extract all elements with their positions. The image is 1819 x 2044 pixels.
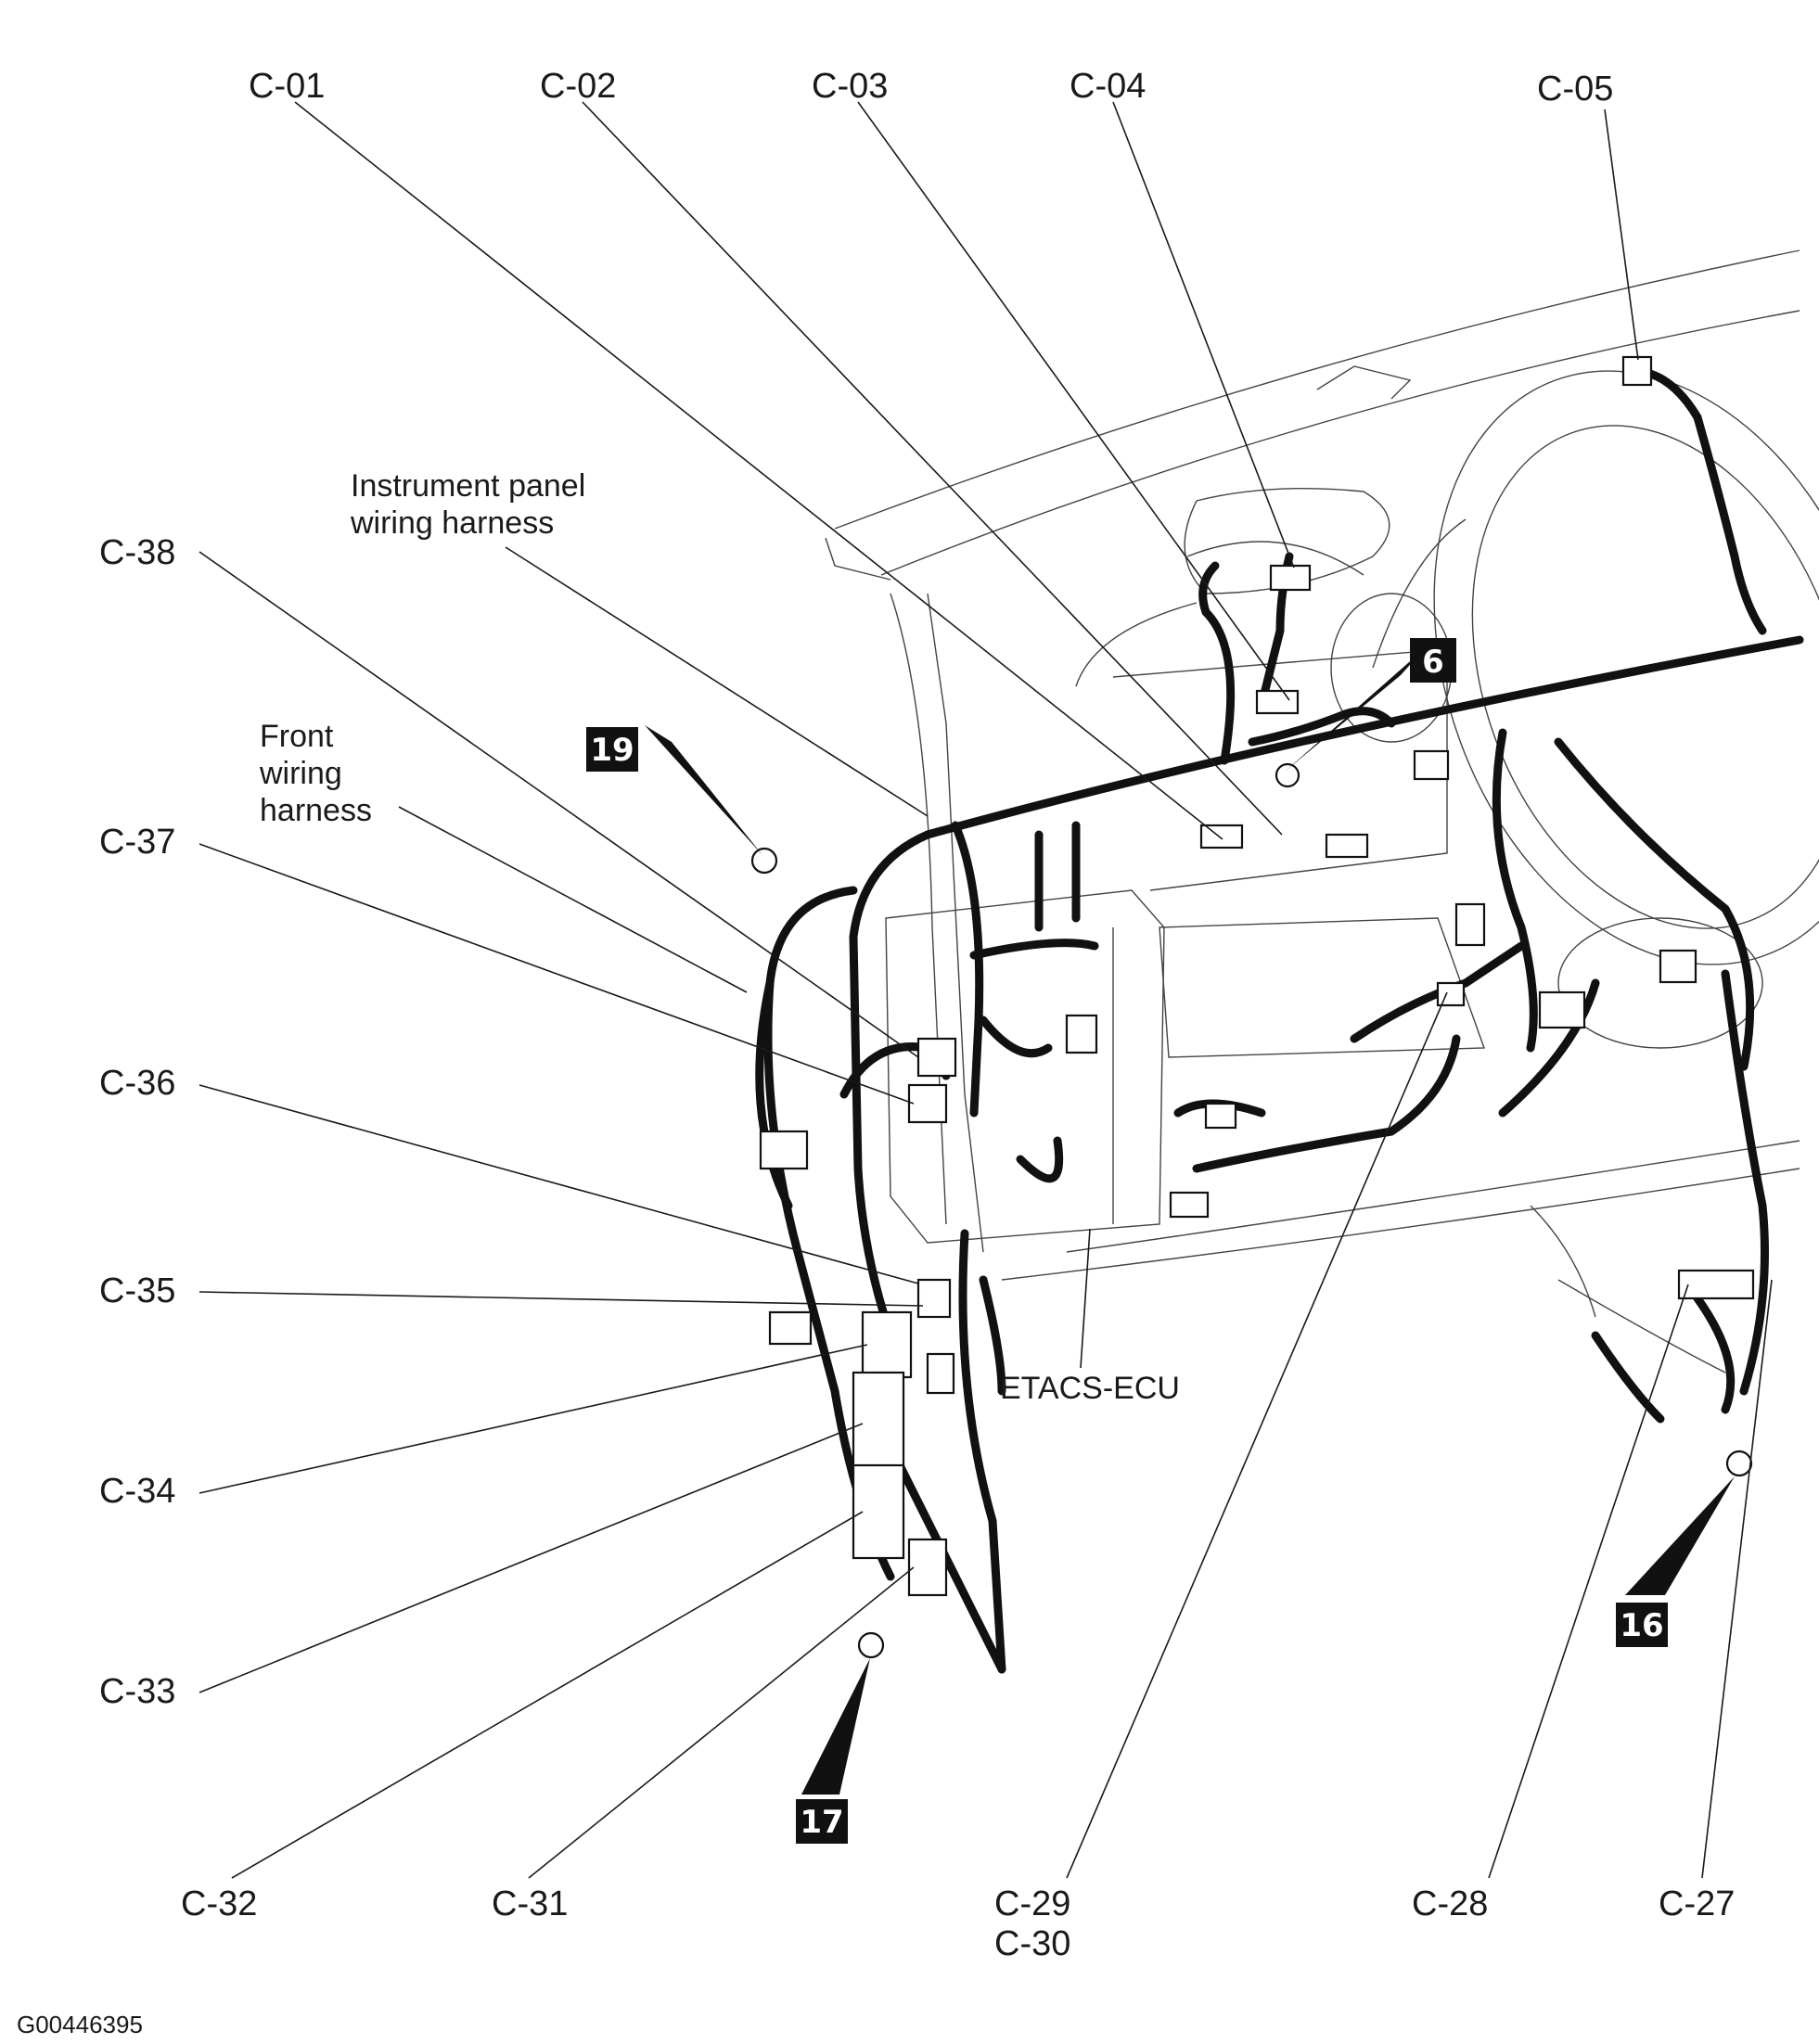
ground-badge-16-label: 16: [1620, 1607, 1663, 1644]
instrument-panel-harness-label-line1: Instrument panel: [351, 468, 585, 504]
ground-badge-17-label: 17: [800, 1804, 843, 1841]
label-c-35: C-35: [99, 1271, 175, 1310]
ground-badge-19-label: 19: [590, 732, 634, 769]
label-c-27: C-27: [1659, 1884, 1735, 1923]
front-harness-label-line3: harness: [260, 793, 372, 828]
label-c-30: C-30: [994, 1924, 1070, 1963]
label-c-38: C-38: [99, 533, 175, 572]
dashboard-outline: [825, 249, 1819, 1373]
label-c-01: C-01: [249, 67, 325, 106]
label-c-03: C-03: [812, 67, 888, 106]
leader-lines: [199, 101, 1773, 1879]
label-c-34: C-34: [99, 1472, 175, 1511]
label-c-28: C-28: [1412, 1884, 1488, 1923]
label-c-29: C-29: [994, 1884, 1070, 1923]
ground-badge-6: [1410, 638, 1456, 683]
figure-code: G00446395: [17, 2011, 143, 2038]
label-c-04: C-04: [1070, 67, 1146, 106]
label-c-37: C-37: [99, 823, 175, 862]
ground-badge-6-label: 6: [1422, 644, 1444, 681]
etacs-ecu-label: ETACS-ECU: [1000, 1371, 1180, 1406]
harness-labels: Instrument panel wiring harness Front wi…: [259, 468, 1180, 1406]
front-harness-label-line1: Front: [260, 719, 334, 754]
instrument-panel-harness-label-line2: wiring harness: [350, 505, 554, 541]
ground-badge-16: [1616, 1603, 1668, 1647]
label-c-33: C-33: [99, 1672, 175, 1711]
label-c-05: C-05: [1537, 70, 1613, 109]
label-c-02: C-02: [540, 67, 616, 106]
ground-badges: 19 6 17 16: [586, 638, 1735, 1844]
label-c-36: C-36: [99, 1064, 175, 1103]
connector-labels: C-01 C-02 C-03 C-04 C-05 C-38 C-37 C-36 …: [99, 67, 1735, 1963]
harness-wires: [755, 366, 1804, 1674]
label-c-31: C-31: [492, 1884, 568, 1923]
label-c-32: C-32: [181, 1884, 257, 1923]
ground-badge-17: [796, 1799, 848, 1844]
connector-blocks: [750, 355, 1755, 1659]
front-harness-label-line2: wiring: [259, 756, 342, 791]
ground-badge-19: [586, 727, 638, 772]
